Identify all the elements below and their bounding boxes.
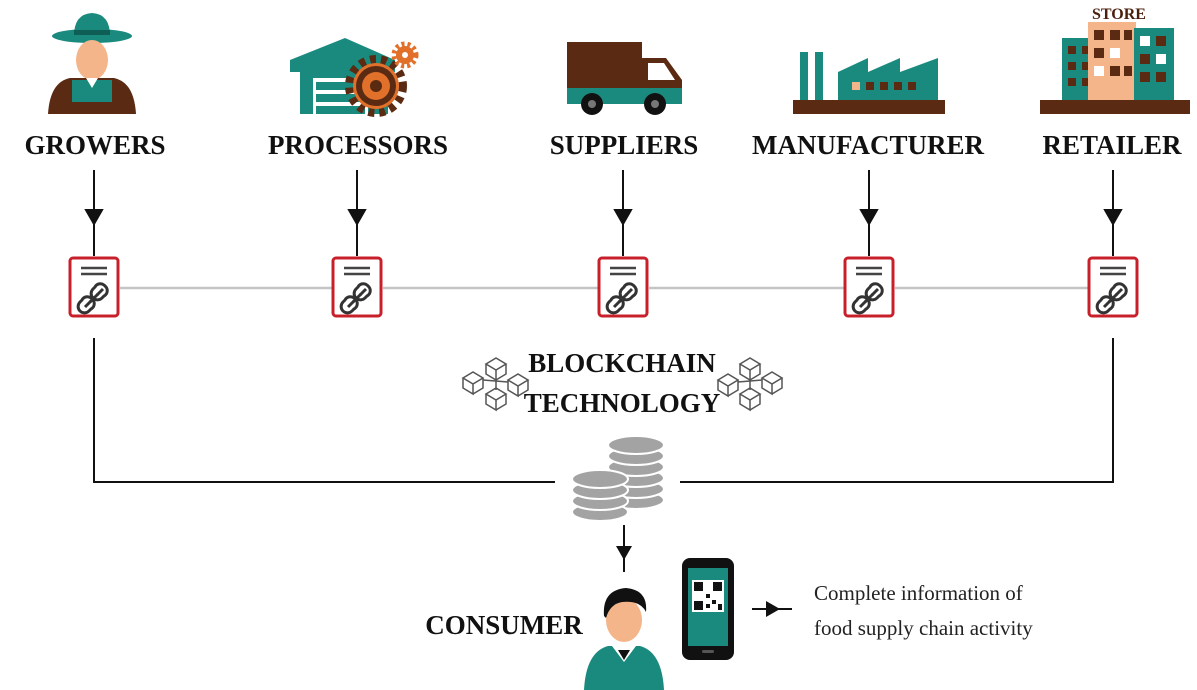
stage-label-suppliers: SUPPLIERS — [550, 130, 699, 160]
info-text-line1: Complete information of — [814, 581, 1023, 605]
consumer-label: CONSUMER — [425, 610, 583, 640]
blockchain-title-line2: TECHNOLOGY — [524, 388, 721, 418]
consumer-link-lines — [93, 338, 1114, 483]
stage-label-processors: PROCESSORS — [268, 130, 448, 160]
ledger-block-icon-growers — [68, 256, 120, 318]
coin-stack-icon — [571, 435, 665, 522]
stage-label-retailer: RETAILER — [1042, 130, 1182, 160]
blockchain-title-line1: BLOCKCHAIN — [528, 348, 716, 378]
ledger-block-icon-manufacturer — [843, 256, 895, 318]
consumer-person-icon — [584, 588, 664, 690]
cube-network-icon-right — [716, 357, 784, 412]
factory-icon — [793, 52, 945, 114]
ledger-block-icon-suppliers — [597, 256, 649, 318]
factory-gear-icon — [290, 38, 419, 117]
store-sign: STORE — [1092, 6, 1146, 23]
delivery-truck-icon — [567, 42, 682, 115]
arrow-to-consumer — [616, 525, 632, 572]
ledger-block-icon-processors — [331, 256, 383, 318]
info-text-line2: food supply chain activity — [814, 616, 1033, 640]
stage-label-manufacturer: MANUFACTURER — [752, 130, 984, 160]
store-building-icon — [1040, 22, 1190, 114]
smartphone-qr-icon — [682, 558, 734, 660]
stage-label-growers: GROWERS — [24, 130, 165, 160]
cube-network-icon-left — [461, 357, 530, 412]
ledger-block-icon-retailer — [1087, 256, 1139, 318]
farmer-icon — [48, 13, 136, 114]
stage-arrows — [84, 170, 1123, 256]
arrow-to-info — [752, 601, 792, 617]
